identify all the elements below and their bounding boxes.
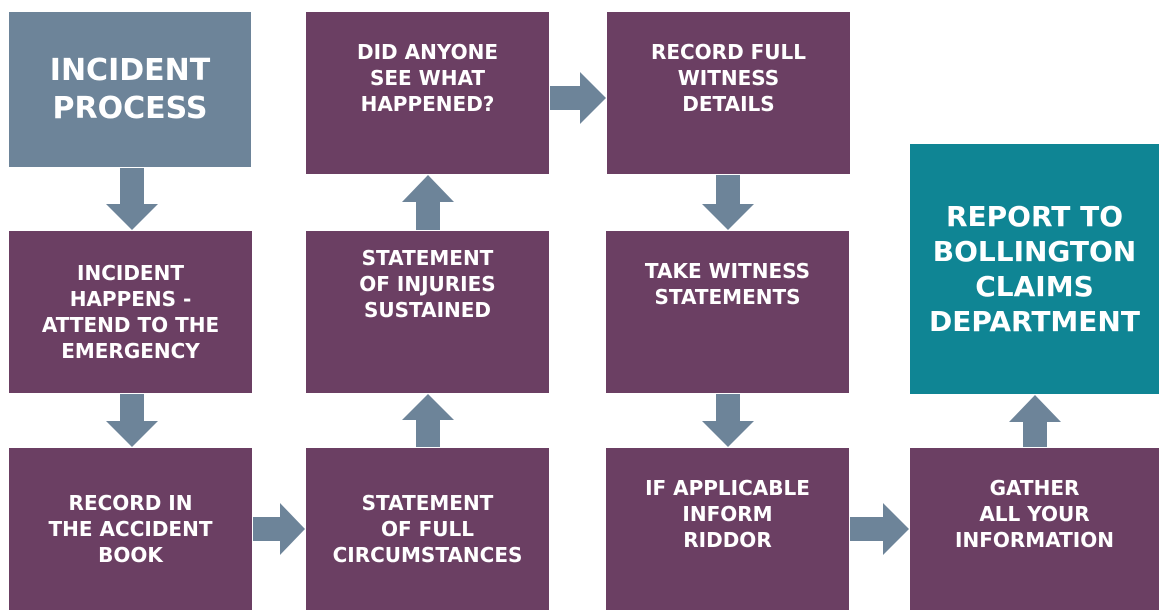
step-inform-riddor-label: IF APPLICABLE INFORM RIDDOR — [645, 476, 810, 552]
arrow-right-1 — [253, 503, 305, 555]
arrow-up-1 — [402, 394, 454, 447]
step-incident-happens-label: INCIDENT HAPPENS - ATTEND TO THE EMERGEN… — [41, 261, 220, 363]
step-did-anyone-see-label: DID ANYONE SEE WHAT HAPPENED? — [357, 40, 498, 116]
step-gather-information: GATHER ALL YOUR INFORMATION — [910, 448, 1159, 610]
step-record-witness-details: RECORD FULL WITNESS DETAILS — [607, 12, 850, 174]
arrow-right-3 — [850, 503, 909, 555]
step-gather-information-label: GATHER ALL YOUR INFORMATION — [955, 476, 1114, 552]
step-incident-happens: INCIDENT HAPPENS - ATTEND TO THE EMERGEN… — [9, 231, 252, 393]
step-take-witness-statements-label: TAKE WITNESS STATEMENTS — [644, 259, 811, 309]
arrow-down-1 — [106, 168, 158, 230]
step-record-accident-book: RECORD IN THE ACCIDENT BOOK — [9, 448, 252, 610]
arrow-down-2 — [106, 394, 158, 447]
step-report-to-claims: REPORT TO BOLLINGTON CLAIMS DEPARTMENT — [910, 144, 1159, 394]
arrow-up-2 — [402, 175, 454, 230]
step-record-accident-book-label: RECORD IN THE ACCIDENT BOOK — [48, 491, 213, 567]
step-did-anyone-see: DID ANYONE SEE WHAT HAPPENED? — [306, 12, 549, 174]
step-record-witness-details-label: RECORD FULL WITNESS DETAILS — [650, 40, 807, 116]
step-take-witness-statements: TAKE WITNESS STATEMENTS — [606, 231, 849, 393]
step-statement-circumstances: STATEMENT OF FULL CIRCUMSTANCES — [306, 448, 549, 610]
step-report-to-claims-label: REPORT TO BOLLINGTON CLAIMS DEPARTMENT — [929, 200, 1140, 338]
step-inform-riddor: IF APPLICABLE INFORM RIDDOR — [606, 448, 849, 610]
arrow-down-4 — [702, 394, 754, 447]
arrow-right-2 — [550, 72, 606, 124]
step-statement-injuries: STATEMENT OF INJURIES SUSTAINED — [306, 231, 549, 393]
incident-process-title: INCIDENT PROCESS — [9, 12, 251, 167]
arrow-up-3 — [1009, 395, 1061, 447]
title-text: INCIDENT PROCESS — [49, 52, 211, 126]
step-statement-injuries-label: STATEMENT OF INJURIES SUSTAINED — [359, 246, 496, 322]
arrow-down-3 — [702, 175, 754, 230]
step-statement-circumstances-label: STATEMENT OF FULL CIRCUMSTANCES — [332, 491, 523, 567]
